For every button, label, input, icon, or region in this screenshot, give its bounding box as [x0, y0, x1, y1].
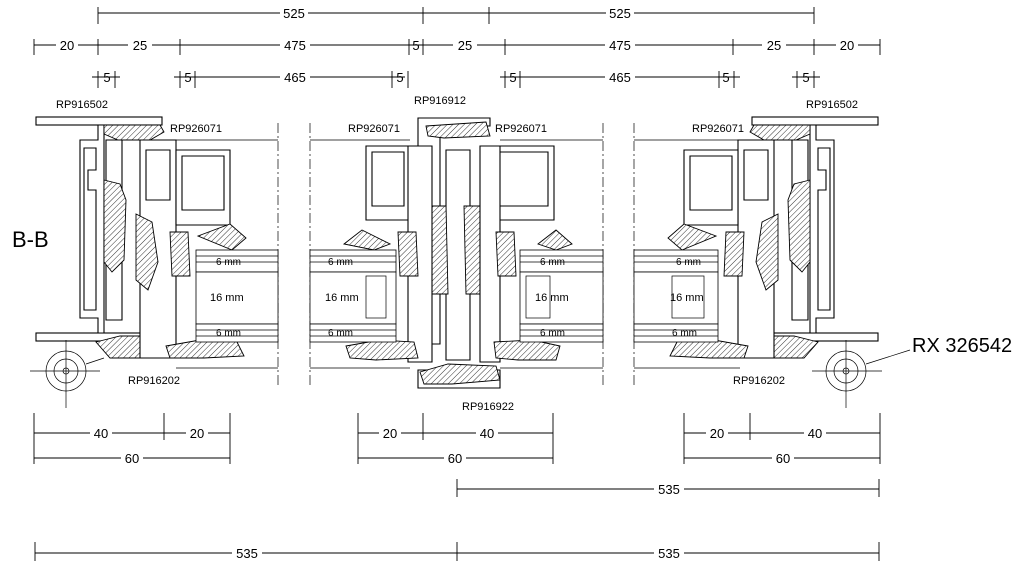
section-label: B-B	[12, 227, 49, 252]
dim-5-center: 5	[412, 38, 419, 53]
code-outer-frame-left: RP916502	[56, 99, 108, 111]
glass-left-top: 6 mm	[216, 257, 241, 268]
code-central-bottom: RP916922	[462, 401, 514, 413]
code-sill-left: RP916202	[128, 375, 180, 387]
dim-25-b: 25	[458, 38, 472, 53]
code-outer-frame-right: RP916502	[806, 99, 858, 111]
dim-center-60: 60	[448, 451, 462, 466]
dim-5-a: 5	[103, 70, 110, 85]
dim-535-lower-left: 535	[236, 546, 258, 561]
dim-475-right: 475	[609, 38, 631, 53]
dim-465-left: 465	[284, 70, 306, 85]
glass-left-bottom: 6 mm	[216, 328, 241, 339]
glass-right-bottom: 6 mm	[672, 328, 697, 339]
code-central-top: RP916912	[414, 95, 466, 107]
dim-right-20: 20	[710, 426, 724, 441]
dim-top-525-right: 525	[609, 6, 631, 21]
glass-right-top: 6 mm	[676, 257, 701, 268]
dim-5-b: 5	[184, 70, 191, 85]
glass-center-right-bottom: 6 mm	[540, 328, 565, 339]
dim-left-20: 20	[190, 426, 204, 441]
dim-center-20: 20	[383, 426, 397, 441]
code-sash-left: RP926071	[170, 123, 222, 135]
glass-center-left-mid: 16 mm	[325, 292, 359, 304]
dim-535-upper: 535	[658, 482, 680, 497]
code-sash-center-right: RP926071	[495, 123, 547, 135]
dim-465-right: 465	[609, 70, 631, 85]
hardware-label: RX 326542	[912, 335, 1012, 357]
bottom-dimensions: 40 20 60 20 40 60 20 40 60	[33, 413, 881, 561]
dim-center-40: 40	[480, 426, 494, 441]
glass-center-right-top: 6 mm	[540, 257, 565, 268]
dim-5-c: 5	[396, 70, 403, 85]
dim-5-d: 5	[509, 70, 516, 85]
right-assembly: 6 mm 16 mm 6 mm	[633, 116, 911, 408]
code-sash-center-left: RP926071	[348, 123, 400, 135]
glass-center-left-top: 6 mm	[328, 257, 353, 268]
glass-center-right-mid: 16 mm	[535, 292, 569, 304]
center-assembly: 6 mm 16 mm 6 mm 6 mm 16 mm 6 mm	[309, 117, 604, 389]
dim-25-a: 25	[133, 38, 147, 53]
code-sill-right: RP916202	[733, 375, 785, 387]
dim-5-f: 5	[802, 70, 809, 85]
dim-left-40: 40	[94, 426, 108, 441]
glass-center-left-bottom: 6 mm	[328, 328, 353, 339]
dim-top-525-left: 525	[283, 6, 305, 21]
glass-right-mid: 16 mm	[670, 292, 704, 304]
dim-left-60: 60	[125, 451, 139, 466]
glass-left-mid: 16 mm	[210, 292, 244, 304]
dim-20-right: 20	[840, 38, 854, 53]
dim-5-e: 5	[722, 70, 729, 85]
left-assembly: 6 mm 16 mm 6 mm	[30, 116, 279, 408]
dim-right-40: 40	[808, 426, 822, 441]
code-sash-right: RP926071	[692, 123, 744, 135]
dim-535-lower-right: 535	[658, 546, 680, 561]
dim-20-left: 20	[60, 38, 74, 53]
top-dimensions: 525 525 20 25 475 5 25 475 25 20	[33, 5, 881, 88]
dim-475-left: 475	[284, 38, 306, 53]
dim-25-c: 25	[767, 38, 781, 53]
dim-right-60: 60	[776, 451, 790, 466]
profile-codes: RP916502 RP916912 RP916502 RP926071 RP92…	[56, 95, 858, 413]
